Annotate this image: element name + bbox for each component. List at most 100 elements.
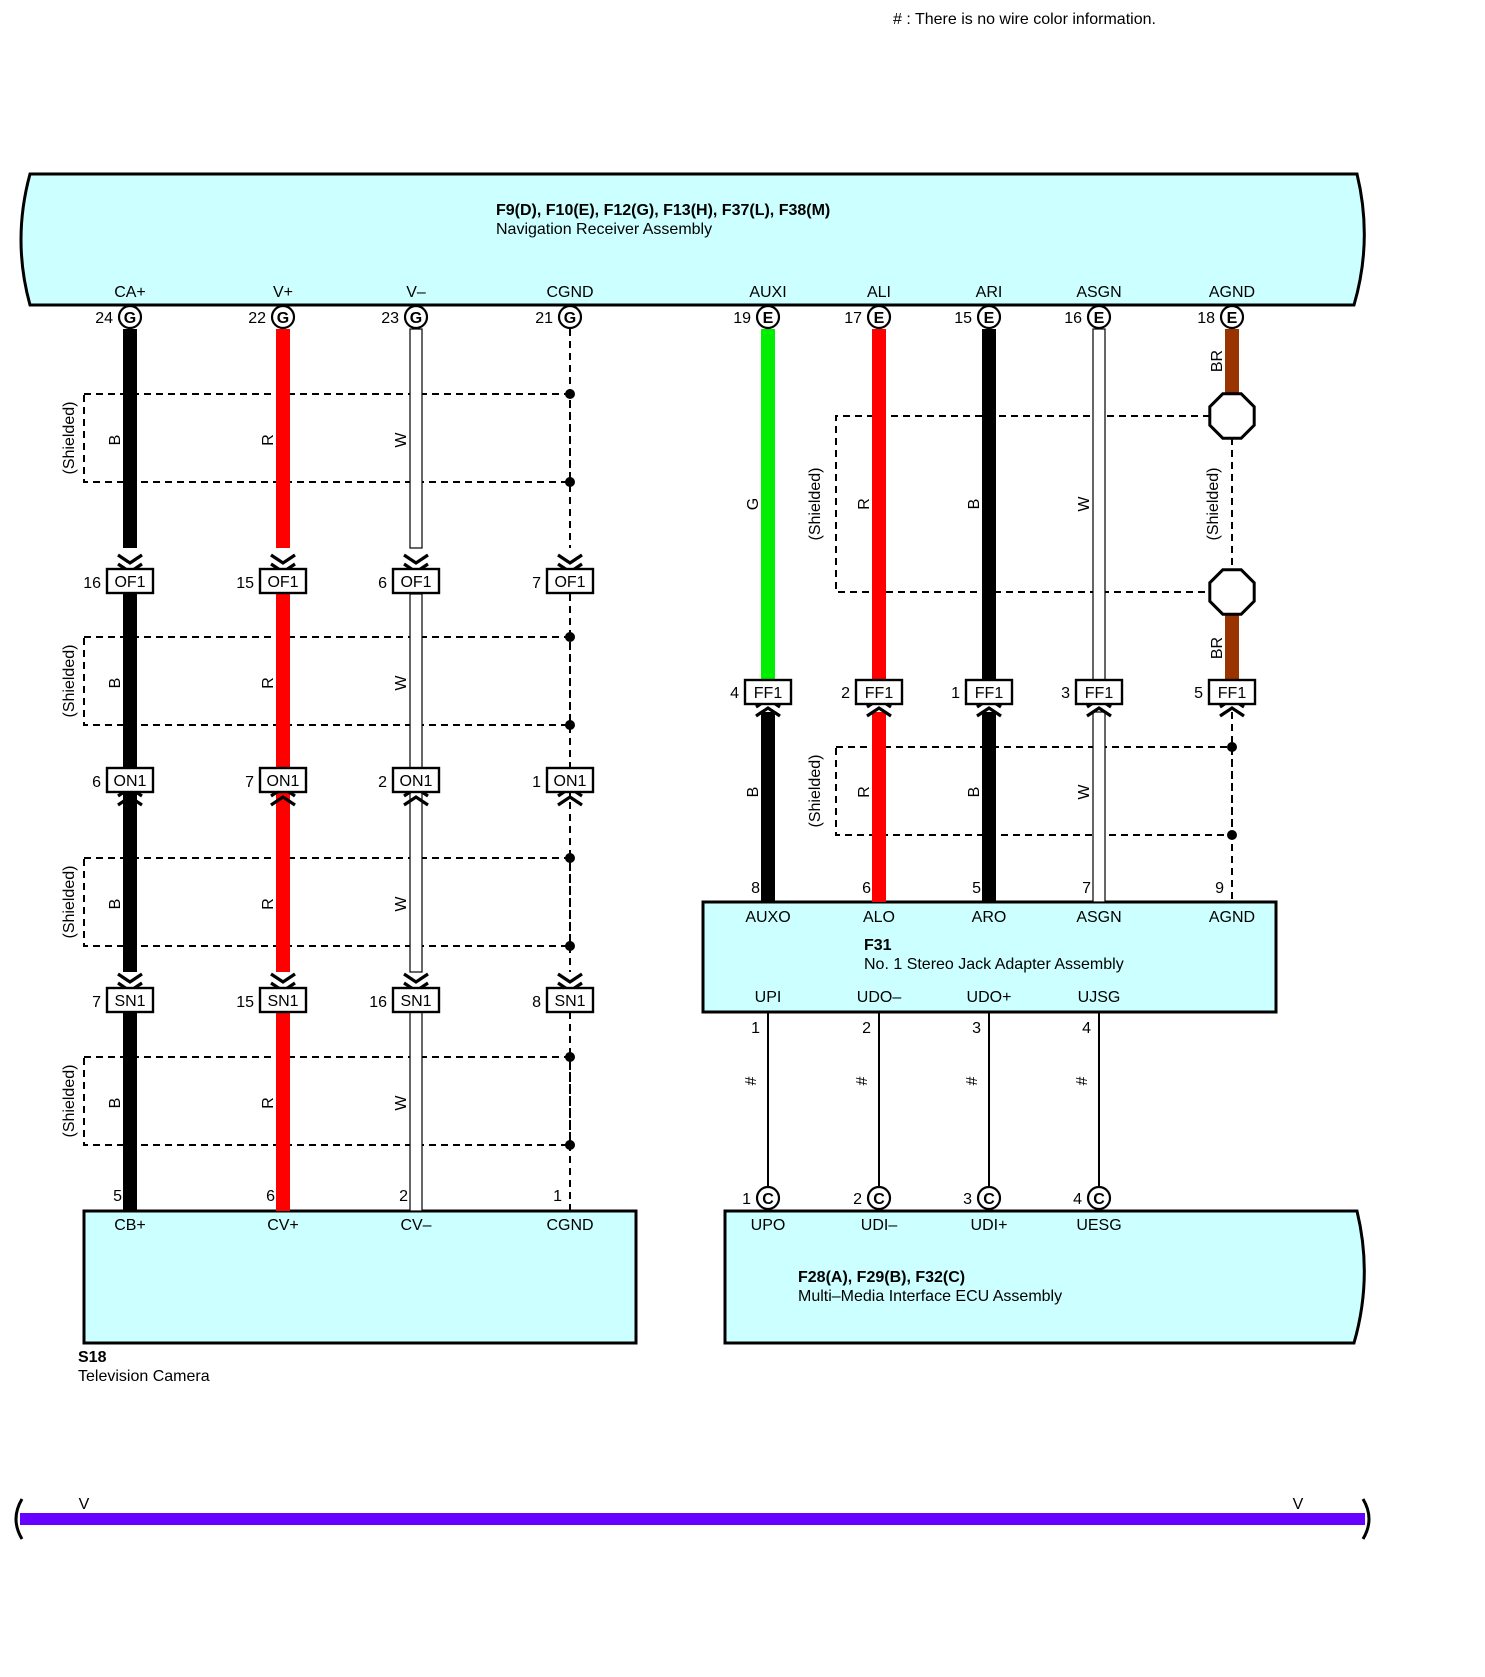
camera-wire-2-seg-1-white xyxy=(409,593,423,773)
camera-wire-1-seg-3-fill xyxy=(276,1012,290,1211)
nav-pin-4-letter: E xyxy=(763,310,774,327)
conn-of1-pin-0: 16 xyxy=(83,575,101,592)
nav-pin-5-circle xyxy=(866,304,892,330)
conn-sn1-3-box xyxy=(545,986,595,1014)
ecu-pin-0-circle xyxy=(755,1185,781,1211)
conn-ff1-chevron-0-chev xyxy=(755,706,781,718)
aux-wire-upper-fill xyxy=(761,329,775,680)
camera-pin-num-3: 1 xyxy=(553,1188,562,1205)
camera-wire-2-seg-0-white xyxy=(409,328,423,549)
nav-pin-1-letter: G xyxy=(277,310,289,327)
jack-wire-3-white xyxy=(1092,711,1106,903)
camera-pin-num-1: 6 xyxy=(266,1188,275,1205)
jack-top-pin-num-0: 8 xyxy=(751,880,760,897)
nav-pin-num-3: 21 xyxy=(535,310,553,327)
audio-wire-code-upper-2: B xyxy=(966,499,983,510)
conn-sn1-0-box xyxy=(105,986,155,1014)
no-color-mark-0: # xyxy=(743,1076,760,1085)
conn-on1-chevron-0-chev xyxy=(117,795,143,807)
conn-on1-3-text: ON1 xyxy=(554,773,587,790)
ecu-pin-3-letter: C xyxy=(1093,1191,1105,1208)
camera-shield-label-3: (Shielded) xyxy=(61,1065,78,1138)
jack-wire-1-fill xyxy=(872,712,886,902)
jack-top-pin-label-3: ASGN xyxy=(1076,909,1121,926)
conn-of1-1-text: OF1 xyxy=(267,574,298,591)
jack-bottom-pin-num-2: 3 xyxy=(972,1020,981,1037)
nav-pin-label-7: ASGN xyxy=(1076,284,1121,301)
camera-name: Television Camera xyxy=(78,1368,210,1385)
nav-pin-3-circle xyxy=(557,304,583,330)
camera-shield-0-dot-top xyxy=(565,389,575,399)
bus-right-bracket xyxy=(1361,1498,1371,1540)
jack-connector-id: F31 xyxy=(864,937,892,954)
nav-pin-6-circle xyxy=(976,304,1002,330)
nav-pin-num-7: 16 xyxy=(1064,310,1082,327)
conn-on1-0-text: ON1 xyxy=(114,773,147,790)
conn-of1-1-box xyxy=(258,567,308,595)
conn-ff1-pin-3: 3 xyxy=(1061,685,1070,702)
bus-line xyxy=(20,1513,1365,1525)
conn-of1-pin-1: 15 xyxy=(236,575,254,592)
nav-pin-3-letter: G xyxy=(564,310,576,327)
aux-wire-upper xyxy=(761,329,775,680)
camera-wire-0-seg-0-fill xyxy=(123,329,137,548)
audio-shield-lower xyxy=(835,746,1233,836)
conn-sn1-pin-1: 15 xyxy=(236,994,254,1011)
nav-pin-num-5: 17 xyxy=(844,310,862,327)
conn-ff1-4-box xyxy=(1207,678,1257,706)
jack-bottom-pin-label-2: UDO+ xyxy=(967,989,1012,1006)
nav-pin-8-letter: E xyxy=(1227,310,1238,327)
conn-sn1-pin-2: 16 xyxy=(369,994,387,1011)
camera-wire-0-seg-0 xyxy=(123,329,137,548)
jack-bottom-pin-num-0: 1 xyxy=(751,1020,760,1037)
camera-wire-0-seg-3 xyxy=(123,1012,137,1211)
ecu-pin-label-0: UPO xyxy=(751,1217,786,1234)
camera-wire-code-3-1: R xyxy=(260,1097,277,1109)
ecu-connectors-title: F28(A), F29(B), F32(C) xyxy=(798,1269,965,1286)
ecu-pin-label-2: UDI+ xyxy=(971,1217,1008,1234)
stereo-jack-adapter-box xyxy=(701,900,1278,1014)
ecu-pin-2-circle xyxy=(976,1185,1002,1211)
audio-shield-lower-dot-top xyxy=(1227,742,1237,752)
conn-sn1-0-text: SN1 xyxy=(114,993,145,1010)
jack-bottom-pin-label-1: UDO– xyxy=(857,989,902,1006)
conn-sn1-pin-3: 8 xyxy=(532,994,541,1011)
camera-wire-2-seg-3 xyxy=(409,1011,423,1212)
conn-ff1-0-box xyxy=(743,678,793,706)
conn-of1-3-text: OF1 xyxy=(554,574,585,591)
camera-wire-code-1-2: W xyxy=(393,675,410,691)
conn-sn1-1-box xyxy=(258,986,308,1014)
nav-pin-7-letter: E xyxy=(1094,310,1105,327)
nav-pin-num-1: 22 xyxy=(248,310,266,327)
camera-wire-code-3-2: W xyxy=(393,1095,410,1111)
camera-wire-2-seg-2 xyxy=(409,789,423,973)
television-camera-box xyxy=(82,1209,638,1345)
right-audio-wire-upper xyxy=(982,329,996,680)
jack-top-pin-label-2: ARO xyxy=(972,909,1007,926)
camera-pin-num-0: 5 xyxy=(113,1188,122,1205)
jack-wire-2-fill xyxy=(982,712,996,902)
camera-shield-label-1: (Shielded) xyxy=(61,645,78,718)
conn-ff1-chevron-4-chev xyxy=(1219,706,1245,718)
jack-top-pin-label-4: AGND xyxy=(1209,909,1255,926)
ecu-pin-label-1: UDI– xyxy=(861,1217,898,1234)
conn-sn1-chevron-3-chev xyxy=(557,972,583,984)
camera-pin-label-2: CV– xyxy=(400,1217,431,1234)
camera-wire-2-seg-3-white xyxy=(409,1011,423,1212)
signal-ground-wire-upper-white xyxy=(1092,328,1106,681)
ecu-pin-3-circle xyxy=(1086,1185,1112,1211)
conn-ff1-1-text: FF1 xyxy=(865,685,894,702)
camera-wire-1-seg-0 xyxy=(276,329,290,548)
ecu-name: Multi–Media Interface ECU Assembly xyxy=(798,1288,1062,1305)
conn-ff1-chevron-1-chev xyxy=(866,706,892,718)
agnd-wire-top-fill xyxy=(1225,329,1239,394)
conn-on1-2-box xyxy=(391,766,441,794)
agnd-wire-mid-fill xyxy=(1225,615,1239,680)
camera-wire-0-seg-2 xyxy=(123,790,137,972)
camera-wire-0-seg-1 xyxy=(123,594,137,772)
nav-pin-0-letter: G xyxy=(124,310,136,327)
conn-ff1-4-text: FF1 xyxy=(1218,685,1247,702)
labels: # : There is no wire color information.F… xyxy=(61,11,1304,1513)
camera-wire-2-seg-1 xyxy=(409,593,423,773)
camera-shield-3-dot-top xyxy=(565,1052,575,1062)
